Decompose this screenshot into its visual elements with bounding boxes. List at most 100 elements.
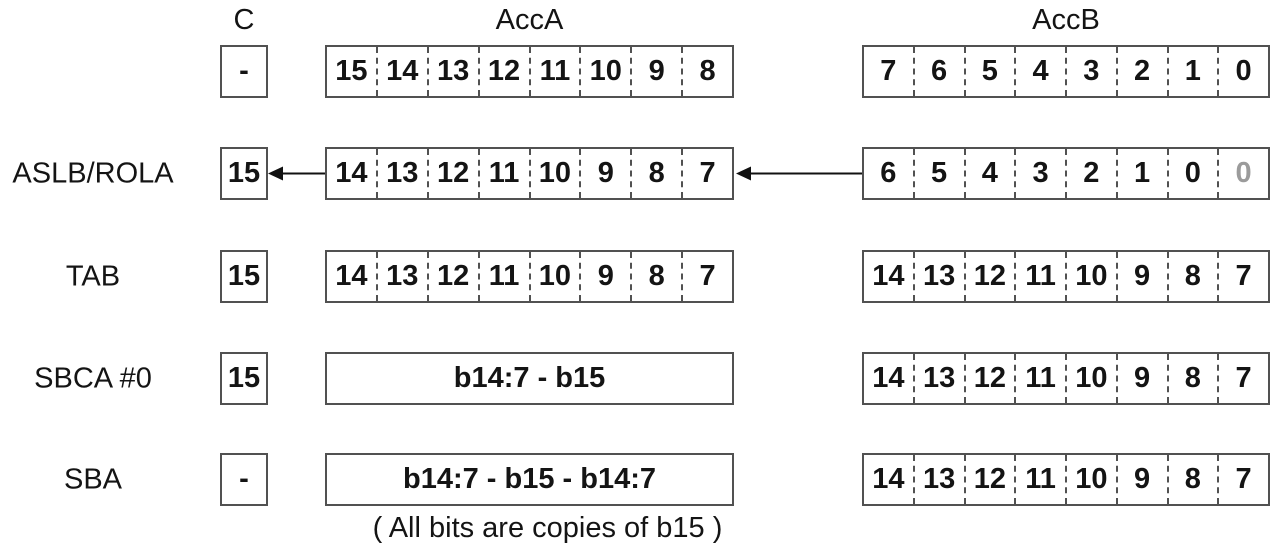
- bit-cell: 0: [1217, 47, 1268, 96]
- carry-flag-box: 15: [220, 352, 268, 405]
- acc-b-column-header: AccB: [1032, 4, 1100, 36]
- instruction-label: ASLB/ROLA: [12, 157, 174, 189]
- bit-cell: 4: [1014, 47, 1065, 96]
- bit-cell: 9: [1115, 455, 1167, 504]
- carry-value: 15: [227, 260, 261, 292]
- bit-cell: 11: [528, 47, 580, 96]
- bit-cell: 14: [335, 260, 368, 292]
- bit-cell: 13: [375, 252, 427, 301]
- carry-column-header: C: [233, 4, 255, 36]
- bit-cell: 15: [335, 55, 368, 87]
- bit-cell: 10: [1065, 455, 1116, 504]
- arrowhead-left-icon: [268, 166, 283, 181]
- bit-cell: 2: [1115, 47, 1167, 96]
- bit-cell: 8: [1166, 455, 1218, 504]
- bit-cell: 11: [1014, 252, 1065, 301]
- carry-value: 15: [227, 362, 261, 394]
- bit-cell: 9: [630, 47, 681, 96]
- bit-cell: 14: [872, 463, 905, 495]
- bit-cell: 12: [426, 252, 478, 301]
- bit-cell: 12: [426, 149, 478, 198]
- arrowhead-left-icon: [736, 166, 751, 181]
- bit-cell: 10: [528, 252, 580, 301]
- acc-b-to-acc-a-arrow: [736, 166, 862, 181]
- acc-a-to-carry-arrow: [268, 166, 325, 181]
- carry-flag-box: -: [220, 453, 268, 506]
- bit-cell: 13: [912, 252, 964, 301]
- bit-cell: 0: [1166, 149, 1218, 198]
- bit-cell: 7: [681, 252, 732, 301]
- bit-cell: 3: [1014, 149, 1065, 198]
- bit-cell: 9: [1115, 252, 1167, 301]
- bit-cell: 0: [1217, 149, 1268, 198]
- bit-cell: 13: [912, 354, 964, 403]
- bit-cell: 11: [1014, 455, 1065, 504]
- bit-cell: 12: [963, 354, 1015, 403]
- bit-cell: 3: [1065, 47, 1116, 96]
- bit-cell: 13: [375, 149, 427, 198]
- bit-cell: 10: [1065, 252, 1116, 301]
- bit-cell: 8: [630, 149, 681, 198]
- diagram-caption: ( All bits are copies of b15 ): [372, 512, 723, 544]
- bit-cell: 5: [963, 47, 1015, 96]
- instruction-label: SBA: [63, 463, 123, 495]
- bit-cell: 7: [1217, 455, 1268, 504]
- bit-cell: 9: [579, 252, 630, 301]
- bit-cell: 7: [1217, 354, 1268, 403]
- bit-cell: 13: [426, 47, 478, 96]
- bit-cell: 14: [335, 157, 368, 189]
- carry-value: 15: [227, 157, 261, 189]
- bit-cell: 10: [579, 47, 630, 96]
- bit-cell: 7: [880, 55, 897, 87]
- arrow-line: [283, 172, 325, 175]
- bit-cell: 8: [1166, 354, 1218, 403]
- bit-cell: 1: [1166, 47, 1218, 96]
- carry-flag-box: 15: [220, 147, 268, 200]
- bit-cell: 7: [1217, 252, 1268, 301]
- bit-cell: 13: [912, 455, 964, 504]
- acc-a-column-header: AccA: [495, 4, 564, 36]
- bit-cell: 10: [1065, 354, 1116, 403]
- bit-cell: 1: [1115, 149, 1167, 198]
- bit-cell: 9: [579, 149, 630, 198]
- bit-cell: 14: [375, 47, 427, 96]
- instruction-label: SBCA #0: [34, 362, 152, 394]
- carry-flag-box: 15: [220, 250, 268, 303]
- acc-a-register: b14:7 - b15 - b14:7: [325, 453, 734, 506]
- bit-cell: 12: [963, 252, 1015, 301]
- bit-cell: 7: [681, 149, 732, 198]
- bit-cell: 5: [912, 149, 964, 198]
- acc-a-register: b14:7 - b15: [325, 352, 734, 405]
- bit-cell: 10: [528, 149, 580, 198]
- bit-cell: 2: [1065, 149, 1116, 198]
- register-expression: b14:7 - b15 - b14:7: [402, 463, 657, 495]
- bit-cell: 8: [681, 47, 732, 96]
- bit-cell: 14: [872, 362, 905, 394]
- bit-cell: 8: [630, 252, 681, 301]
- carry-value: -: [239, 55, 249, 87]
- carry-flag-box: -: [220, 45, 268, 98]
- bit-cell: 11: [1014, 354, 1065, 403]
- carry-value: -: [239, 463, 249, 495]
- bit-cell: 6: [912, 47, 964, 96]
- bit-cell: 14: [872, 260, 905, 292]
- bit-cell: 12: [963, 455, 1015, 504]
- bit-cell: 8: [1166, 252, 1218, 301]
- bit-cell: 12: [477, 47, 529, 96]
- instruction-label: TAB: [65, 260, 121, 292]
- register-expression: b14:7 - b15: [453, 362, 606, 394]
